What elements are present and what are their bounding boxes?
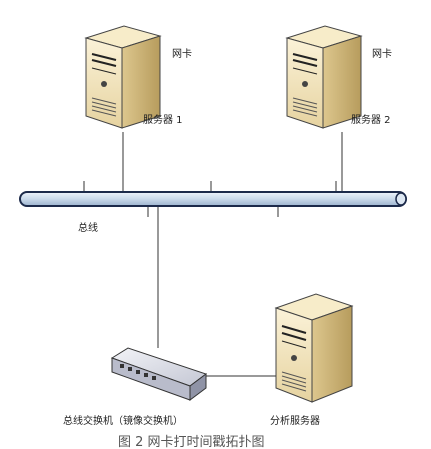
- bus-switch-label: 总线交换机（镜像交换机）: [63, 414, 183, 427]
- nic-label-2: 网卡: [372, 47, 392, 60]
- bus-switch-icon: [110, 347, 208, 401]
- server-2-icon: [285, 25, 363, 129]
- analysis-server-icon: [274, 293, 354, 403]
- bus-label: 总线: [78, 221, 98, 234]
- server-1-icon: [84, 25, 162, 129]
- analysis-server-label: 分析服务器: [270, 414, 320, 427]
- nic-label-1: 网卡: [172, 47, 192, 60]
- bus-cable: [19, 191, 407, 207]
- figure-caption: 图 2 网卡打时间戳拓扑图: [118, 435, 265, 449]
- server-2-label: 服务器 2: [351, 113, 391, 126]
- server-1-label: 服务器 1: [143, 113, 183, 126]
